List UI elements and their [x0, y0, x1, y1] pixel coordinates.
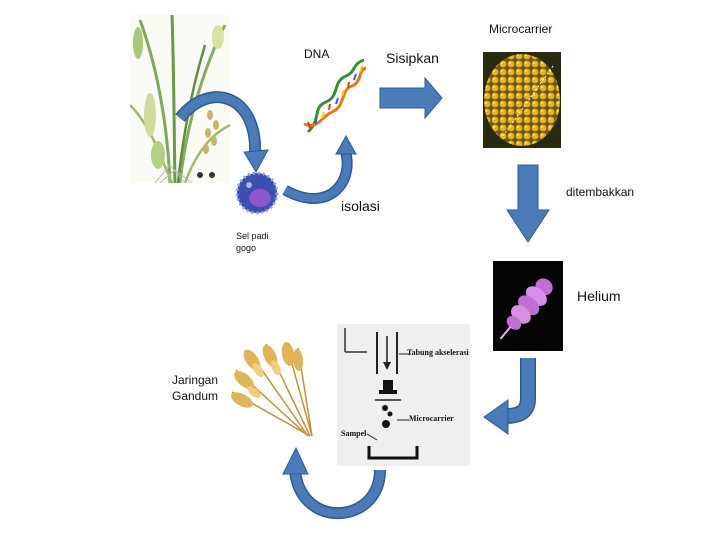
device-label-microcarrier: Microcarrier: [409, 414, 454, 423]
label-sisipkan: Sisipkan: [386, 50, 439, 66]
arrow-sisipkan: [379, 76, 443, 120]
label-sel-padi-gogo: Sel padi gogo: [236, 231, 269, 253]
curved-arrow-plant-to-cell: [175, 91, 269, 174]
cell-image: [233, 170, 281, 216]
arrow-helium-to-device: [483, 358, 536, 435]
gene-gun-device-image: Tabung akselerasi Microcarrier Sampel: [337, 324, 470, 466]
label-jaringan-gandum: Jaringan Gandum: [172, 373, 219, 403]
device-label-tabung: Tabung akselerasi: [407, 348, 469, 357]
arrow-ditembakkan: [506, 164, 550, 243]
label-dna: DNA: [304, 47, 330, 61]
label-helium: Helium: [577, 288, 621, 304]
dna-helix-image: [302, 58, 368, 136]
arrow-device-to-wheat: [282, 446, 386, 520]
wheat-image: [228, 340, 320, 438]
microcarrier-image: [483, 52, 561, 148]
device-label-sampel: Sampel: [341, 429, 367, 438]
label-isolasi: isolasi: [341, 198, 380, 214]
curved-arrow-isolasi: [282, 134, 357, 204]
helium-capsule-image: [493, 261, 563, 351]
label-microcarrier: Microcarrier: [489, 22, 553, 36]
label-ditembakkan: ditembakkan: [566, 185, 635, 199]
